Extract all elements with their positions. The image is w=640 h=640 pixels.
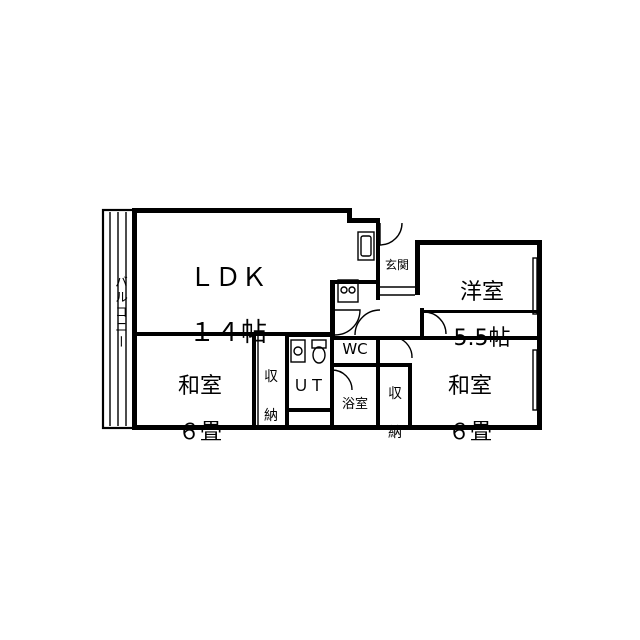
storage-left-label: 収 納 — [259, 355, 283, 438]
ldk-name: ＬＤＫ — [188, 263, 267, 294]
washbasin-icon — [290, 339, 306, 363]
storage-closets — [257, 336, 411, 426]
ldk-size: １４帖 — [188, 317, 267, 348]
western-room-name: 洋室 — [459, 280, 504, 306]
storage-right-label: 収 納 — [382, 372, 408, 455]
balcony-label: バルコニー — [112, 275, 127, 350]
storage-left-char2: 納 — [264, 408, 278, 425]
toilet-icon — [311, 339, 327, 364]
ldk-label: ＬＤＫ １４帖 — [178, 238, 278, 374]
bath-label: 浴室 — [341, 397, 368, 412]
wc-label: WC — [342, 340, 368, 358]
outer-walls — [132, 208, 542, 430]
storage-right-char2: 納 — [388, 425, 402, 442]
entrance-label: 玄関 — [384, 258, 409, 272]
utility-label: ＵＴ — [292, 376, 325, 395]
japanese-room-left-size: ６畳 — [177, 420, 222, 446]
japanese-room-right-label: 和室 ６畳 — [430, 352, 510, 467]
kitchen-sink-icon — [357, 231, 375, 261]
storage-right-char1: 収 — [388, 385, 402, 402]
doors — [331, 222, 447, 391]
stove-icon — [337, 279, 359, 303]
japanese-room-left-name: 和室 — [177, 374, 222, 400]
western-room-label: 洋室 5.5帖 — [440, 258, 524, 373]
western-room-size: 5.5帖 — [453, 326, 511, 352]
japanese-room-right-name: 和室 — [447, 374, 492, 400]
japanese-room-right-size: ６畳 — [447, 420, 492, 446]
windows — [532, 257, 542, 411]
storage-left-char1: 収 — [264, 368, 278, 385]
japanese-room-left-label: 和室 ６畳 — [160, 352, 240, 467]
